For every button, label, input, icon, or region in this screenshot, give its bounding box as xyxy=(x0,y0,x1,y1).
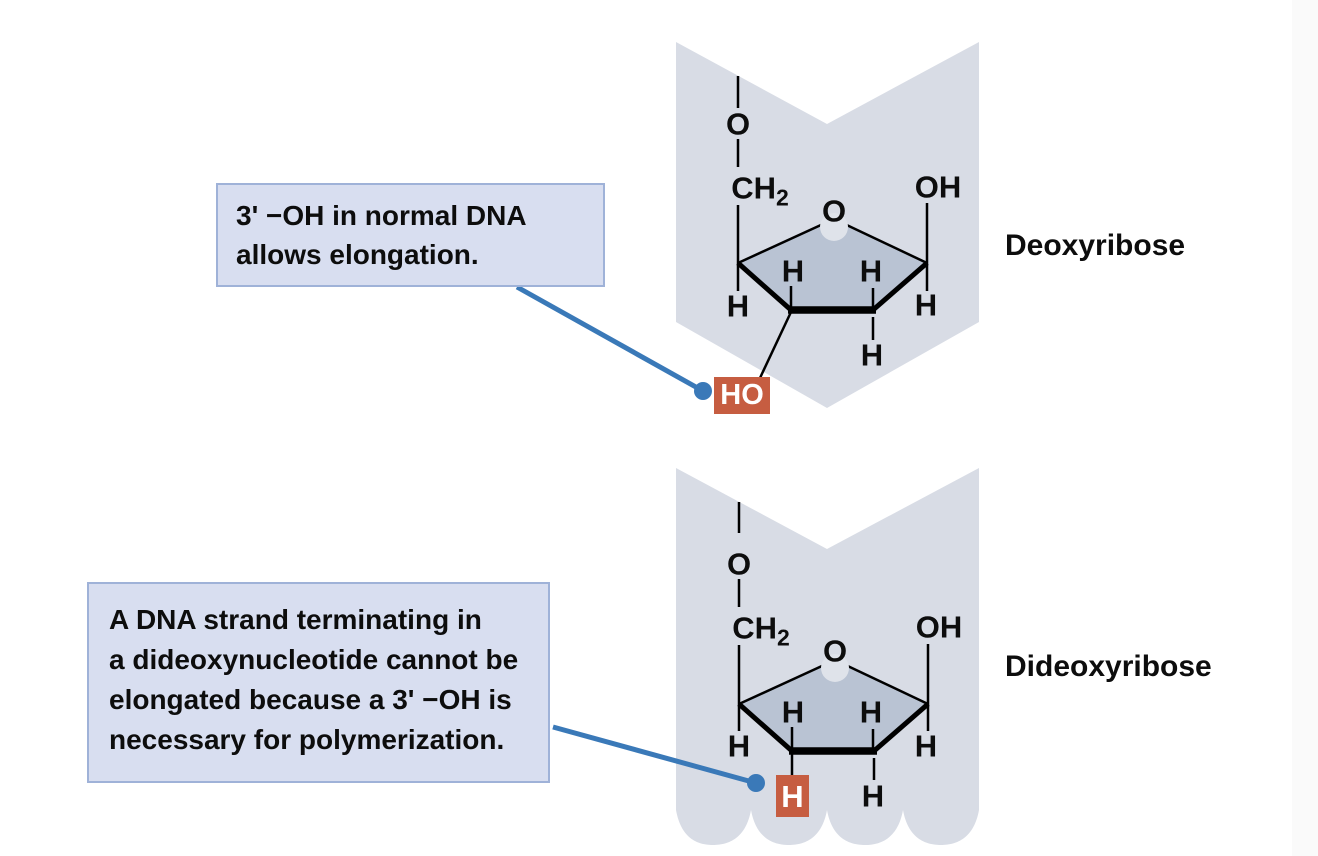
lower-h-top: H xyxy=(860,337,884,373)
methylene-subscript: 2 xyxy=(776,624,790,651)
callout-line: elongated because a 3' −OH is xyxy=(109,684,512,715)
deoxyribose-ring xyxy=(736,213,929,314)
hydroxyl-bottom: OH xyxy=(915,609,963,645)
chain-oxygen-bottom: O xyxy=(726,546,752,582)
callout-line: allows elongation. xyxy=(236,239,479,270)
outer-h-right-bottom: H xyxy=(914,728,938,764)
dideoxyribose-ring xyxy=(737,654,930,755)
ring-h-right-top: H xyxy=(859,253,883,289)
deoxyribose-title: Deoxyribose xyxy=(1005,229,1186,262)
bonds-top xyxy=(736,76,929,379)
callout-line: 3' −OH in normal DNA xyxy=(236,200,527,231)
ring-oxygen-bottom: O xyxy=(822,633,848,669)
outer-h-right-top: H xyxy=(914,287,938,323)
connector-dot-top xyxy=(694,382,712,400)
methylene-subscript: 2 xyxy=(775,184,789,211)
bonds-bottom xyxy=(737,502,930,780)
methylene-text: CH xyxy=(732,610,777,646)
callout-line: necessary for polymerization. xyxy=(109,724,505,755)
callout-line: A DNA strand terminating in xyxy=(109,604,482,635)
dideoxyribose-title: Dideoxyribose xyxy=(1005,650,1212,683)
callout-connector-top xyxy=(515,284,712,400)
ring-h-left-bottom: H xyxy=(781,694,805,730)
lower-h-bottom: H xyxy=(861,778,885,814)
ring-oxygen-top: O xyxy=(821,193,847,229)
callout-normal-dna: 3' −OH in normal DNA allows elongation. xyxy=(216,183,605,287)
page-edge xyxy=(1292,0,1318,856)
three-prime-h-box: H xyxy=(776,775,809,817)
callout-dideoxynucleotide: A DNA strand terminating in a dideoxynuc… xyxy=(87,582,550,783)
connector-dot-bottom xyxy=(747,774,765,792)
methylene-group-top: CH2 xyxy=(731,170,789,210)
ring-oxygen-notch-bottom xyxy=(821,654,849,682)
methylene-text: CH xyxy=(731,170,776,206)
chain-oxygen-top: O xyxy=(725,106,751,142)
hydroxyl-top: OH xyxy=(914,169,962,205)
outer-h-left-bottom: H xyxy=(727,728,751,764)
ring-oxygen-notch-top xyxy=(820,213,848,241)
callout-connector-bottom xyxy=(552,724,765,792)
ring-h-right-bottom: H xyxy=(859,694,883,730)
callout-line: a dideoxynucleotide cannot be xyxy=(109,644,519,675)
ring-h-left-top: H xyxy=(781,253,805,289)
methylene-group-bottom: CH2 xyxy=(732,610,790,650)
outer-h-left-top: H xyxy=(726,288,750,324)
three-prime-ho-box: HO xyxy=(714,377,770,414)
